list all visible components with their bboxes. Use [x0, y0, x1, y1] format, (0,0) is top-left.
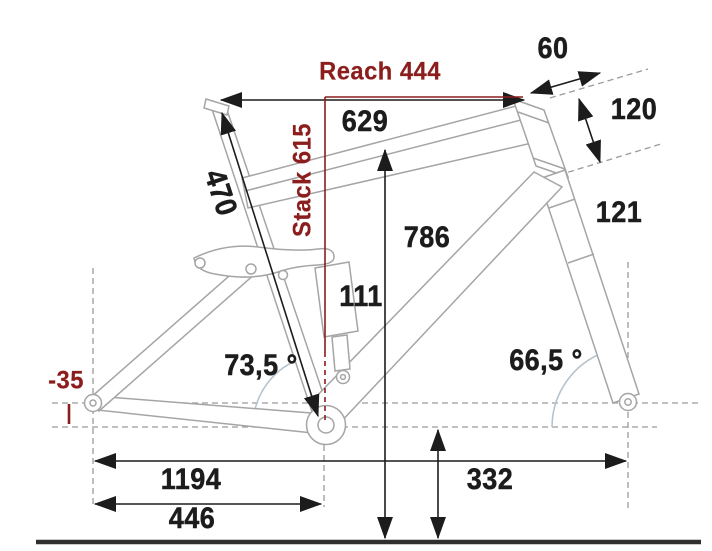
rocker-pivot-seatstay [245, 263, 257, 275]
shock-piston [331, 334, 351, 372]
frame [83, 97, 640, 446]
rocker-link [193, 245, 335, 278]
bb-height-label: 332 [466, 463, 514, 496]
fork-shape [538, 169, 640, 404]
chainstay-label: 446 [168, 502, 216, 535]
head-angle-label: 66,5 ° [509, 344, 583, 377]
head-tube-label: 121 [595, 196, 643, 229]
bottom-bracket-axle [317, 416, 335, 434]
top-tube-label: 629 [341, 105, 389, 138]
stem-length-label: 60 [537, 32, 569, 65]
stem-dim-line [529, 71, 602, 95]
rocker-pivot-front [194, 257, 206, 269]
rear-axle [89, 399, 97, 407]
seat-angle-label: 73,5 ° [224, 349, 298, 382]
head-tube-upper-dim-line [578, 97, 601, 164]
headset-top-line [517, 111, 550, 124]
shock-length-label: 111 [339, 280, 383, 313]
standover-label: 786 [403, 221, 451, 254]
fork-crown-line [548, 198, 576, 209]
shock-lower-bolt [339, 373, 347, 381]
fork-lowers-line [567, 253, 595, 264]
dimension-lines [93, 71, 628, 540]
reach-stack-lines [67, 96, 523, 424]
wheelbase-label: 1194 [160, 463, 222, 496]
rocker-pivot-rear [277, 269, 289, 281]
head-angle-arc [551, 351, 606, 428]
front-axle [624, 398, 632, 406]
bb-drop-label: -35 [48, 366, 84, 395]
seat-tube-dim-line [220, 111, 320, 418]
stack-label: Stack 615 [288, 123, 317, 237]
reach-label: Reach 444 [319, 57, 441, 86]
headset-bottom-line [532, 157, 566, 170]
head-tube-upper-label: 120 [610, 93, 658, 126]
seatstay-tube [87, 260, 258, 413]
